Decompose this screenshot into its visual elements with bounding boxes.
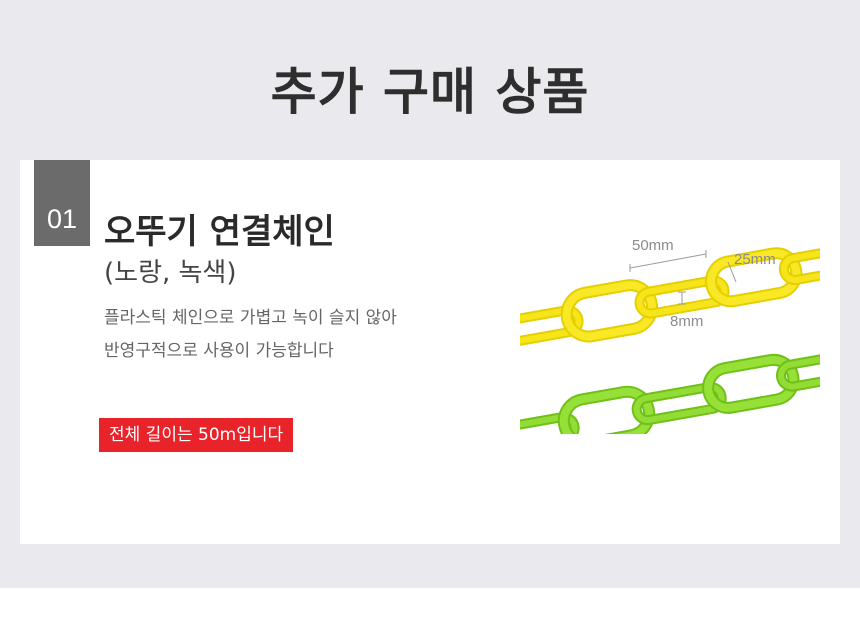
description-line: 플라스틱 체인으로 가볍고 녹이 슬지 않아 <box>104 308 397 328</box>
chain-illustration: 50mm 25mm 8mm <box>520 237 820 434</box>
dimension-length-label: 50mm <box>632 237 674 254</box>
length-badge: 전체 길이는 50m입니다 <box>99 418 294 452</box>
product-name: 오뚜기 연결체인 <box>104 212 335 252</box>
product-number-badge: 01 <box>34 160 90 246</box>
description-line: 반영구적으로 사용이 가능합니다 <box>104 341 334 361</box>
dimension-width-label: 25mm <box>734 251 776 268</box>
product-subtitle: (노랑, 녹색) <box>104 258 237 288</box>
green-chain-image <box>520 351 820 434</box>
product-card: 01 오뚜기 연결체인 (노랑, 녹색) 플라스틱 체인으로 가볍고 녹이 슬지… <box>20 160 840 544</box>
product-description: 플라스틱 체인으로 가볍고 녹이 슬지 않아 반영구적으로 사용이 가능합니다 <box>104 302 397 368</box>
dimension-thickness-label: 8mm <box>670 313 703 330</box>
yellow-chain-image <box>520 244 820 350</box>
dimension-lines <box>629 250 737 305</box>
page-title: 추가 구매 상품 <box>270 63 590 121</box>
